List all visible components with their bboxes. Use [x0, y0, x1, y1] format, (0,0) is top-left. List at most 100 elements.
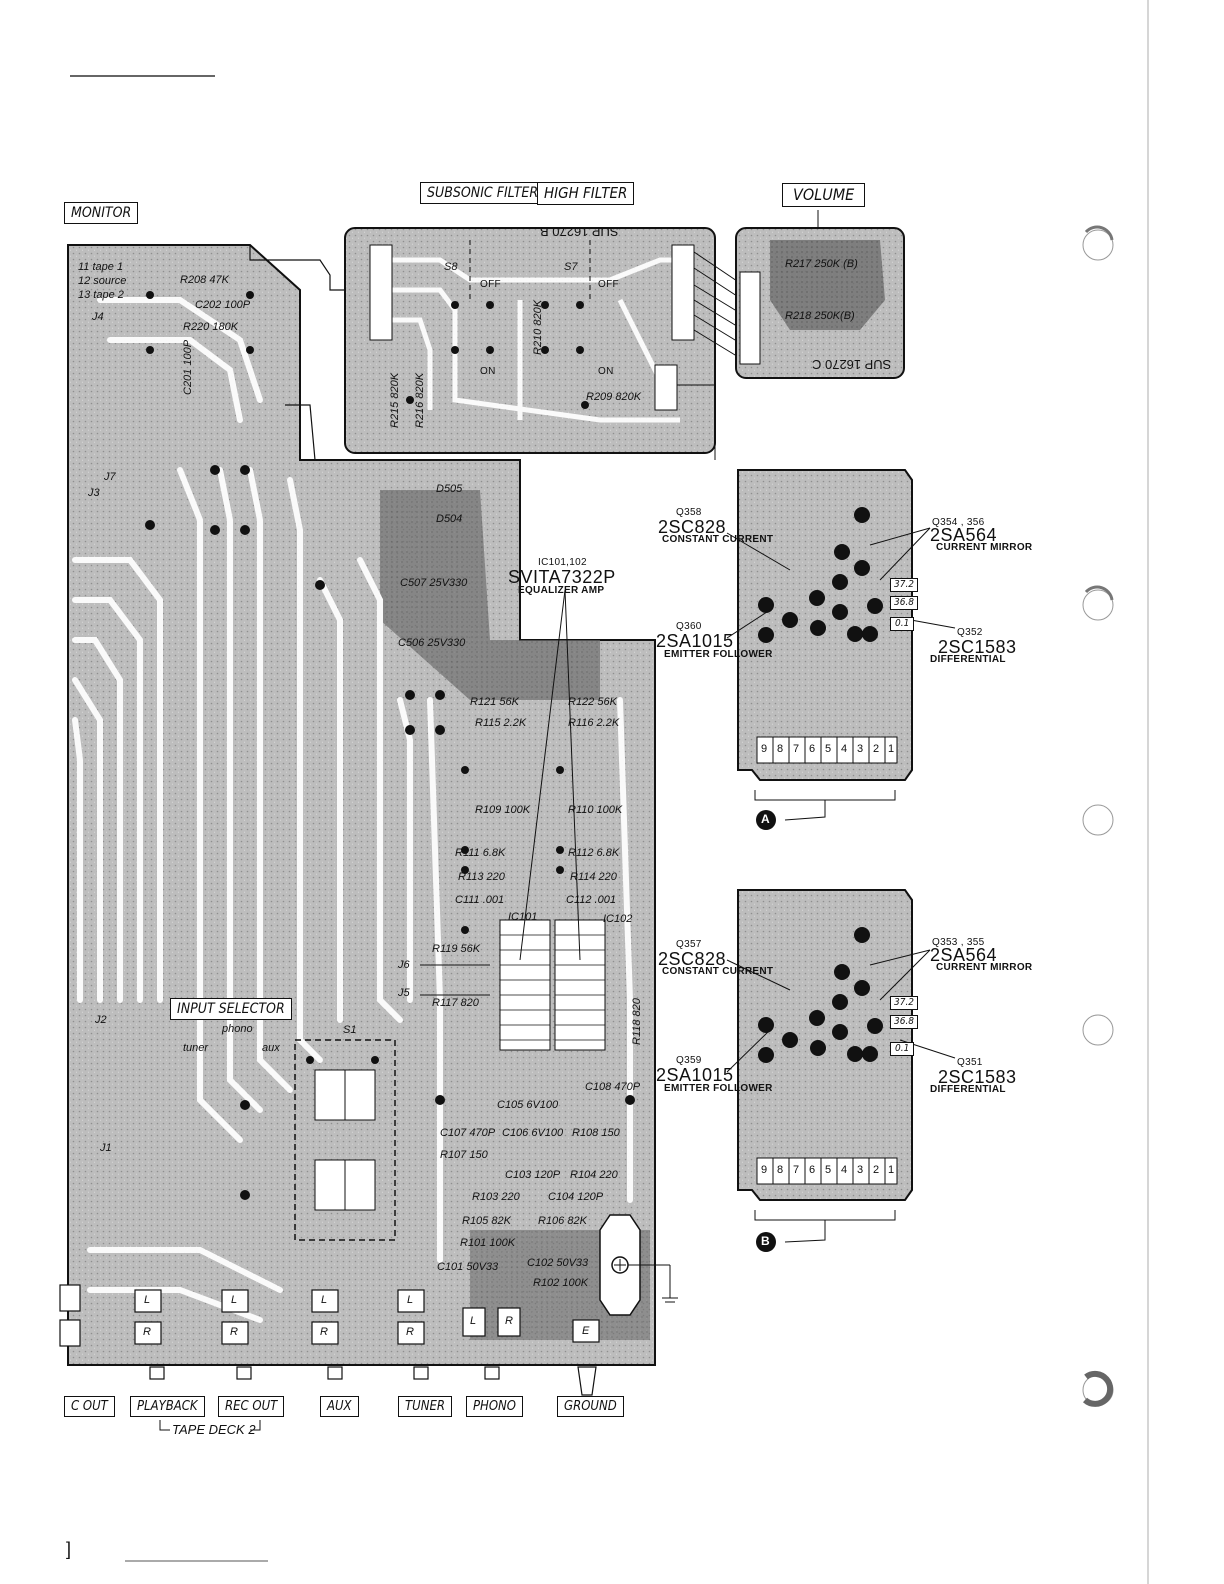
rear-playback-label: PLAYBACK	[130, 1396, 205, 1417]
label-r104: R104 220	[570, 1169, 618, 1181]
label-r106: R106 82K	[538, 1215, 587, 1227]
selector-position-aux: aux	[262, 1042, 280, 1054]
pin-b-4: 4	[841, 1164, 848, 1176]
jack-r-tuner: R	[406, 1326, 414, 1338]
label-j2: J2	[95, 1014, 107, 1026]
label-r112: R112 6.8K	[568, 847, 620, 859]
label-r121: R121 56K	[470, 696, 519, 708]
label-r105: R105 82K	[462, 1215, 511, 1227]
monitor-position-1: 11 tape 1	[78, 261, 124, 273]
amp-b-q351-role: DIFFERENTIAL	[930, 1084, 1006, 1095]
label-r119: R119 56K	[432, 943, 481, 955]
subsonic-filter-label: SUBSONIC FILTER	[420, 182, 546, 204]
amp-b-q359-role: EMITTER FOLLOWER	[664, 1083, 773, 1094]
input-selector-label: INPUT SELECTOR	[170, 998, 292, 1020]
volume-label: VOLUME	[782, 183, 866, 207]
label-r103: R103 220	[472, 1191, 520, 1203]
pin-a-2: 2	[873, 743, 880, 755]
label-c202: C202 100P	[195, 299, 251, 311]
page-mark: ]	[66, 1539, 72, 1559]
amp-a-q358-part: 2SC828	[658, 517, 727, 537]
label-r122: R122 56K	[568, 696, 617, 708]
label-r218: R218 250K(B)	[785, 310, 855, 322]
amp-a-q360-part: 2SA1015	[656, 631, 734, 651]
pin-b-9: 9	[761, 1164, 768, 1176]
volume-board-id: SUP 16270 C	[812, 357, 892, 372]
label-off-s7: OFF	[598, 279, 619, 290]
label-on-s7: ON	[598, 366, 614, 377]
amp-b-q353-ref: Q353 , 355	[932, 937, 985, 948]
label-c103: C103 120P	[505, 1169, 561, 1181]
pin-b-2: 2	[873, 1164, 880, 1176]
label-c105: C105 6V100	[497, 1099, 559, 1111]
amp-b-q351-ref: Q351	[957, 1057, 983, 1068]
jack-r-phono: R	[505, 1315, 513, 1327]
monitor-position-3: 13 tape 2	[78, 289, 124, 301]
label-r217: R217 250K (B)	[785, 258, 858, 270]
connector-a: A	[761, 812, 770, 826]
label-r216: R216 820K	[414, 372, 426, 428]
amp-a-q358-role: CONSTANT CURRENT	[662, 534, 774, 545]
label-r113: R113 220	[458, 871, 505, 883]
monitor-label: MONITOR	[64, 202, 139, 224]
amp-b-q357-part: 2SC828	[658, 949, 727, 969]
ic-role: EQUALIZER AMP	[518, 585, 605, 596]
label-r215: R215 820K	[389, 372, 401, 428]
amp-a-q354-role: CURRENT MIRROR	[936, 542, 1033, 553]
label-r107: R107 150	[440, 1149, 488, 1161]
amp-a-q352-role: DIFFERENTIAL	[930, 654, 1006, 665]
label-r115: R115 2.2K	[475, 717, 527, 729]
tape-deck-2-bracket	[159, 1420, 261, 1431]
label-r220: R220 180K	[183, 321, 239, 333]
tape-deck-2-label: TAPE DECK 2	[172, 1422, 256, 1437]
label-r118: R118 820	[631, 998, 643, 1045]
ground-terminal-e: E	[582, 1325, 590, 1337]
amp-b-q353-part: 2SA564	[930, 945, 998, 965]
amp-b-q353-role: CURRENT MIRROR	[936, 962, 1033, 973]
rear-rec-out-2-label: REC OUT	[218, 1396, 285, 1417]
amp-a-q358-ref: Q358	[676, 507, 702, 518]
filter-board-id: SUP 16270 B	[540, 224, 619, 239]
filter-board	[344, 227, 716, 454]
selector-position-phono: phono	[222, 1023, 253, 1035]
amp-board-a	[726, 469, 956, 830]
label-r116: R116 2.2K	[568, 717, 620, 729]
voltage-b-2: 36.8	[890, 1015, 919, 1029]
label-r109: R109 100K	[475, 804, 531, 816]
amp-b-q359-ref: Q359	[676, 1055, 702, 1066]
pin-a-3: 3	[857, 743, 864, 755]
voltage-b-3: 0.1	[890, 1042, 915, 1056]
pin-b-1: 1	[888, 1164, 895, 1176]
pin-a-6: 6	[809, 743, 816, 755]
pin-a-4: 4	[841, 743, 848, 755]
pin-a-5: 5	[825, 743, 832, 755]
label-ic102: IC102	[603, 913, 633, 925]
rear-tuner-label: TUNER	[398, 1396, 452, 1417]
pin-a-1: 1	[888, 743, 895, 755]
jack-l-tuner: L	[407, 1294, 414, 1306]
label-r101: R101 100K	[460, 1237, 516, 1249]
voltage-a-1: 37.2	[890, 578, 919, 592]
ic-ref: IC101,102	[538, 557, 587, 568]
pin-a-9: 9	[761, 743, 768, 755]
volume-board	[735, 210, 905, 379]
amp-a-q360-ref: Q360	[676, 621, 702, 632]
amp-a-q360-role: EMITTER FOLLOWER	[664, 649, 773, 660]
jack-r-playback: R	[143, 1326, 151, 1338]
label-c102: C102 50V33	[527, 1257, 589, 1269]
label-c112: C112 .001	[566, 894, 616, 906]
label-c107: C107 470P	[440, 1127, 496, 1139]
amp-a-q352-ref: Q352	[957, 627, 983, 638]
label-ic101: IC101	[508, 911, 538, 923]
label-s7: S7	[564, 261, 578, 273]
pin-b-6: 6	[809, 1164, 816, 1176]
label-j7: J7	[104, 471, 116, 483]
label-c101: C101 50V33	[437, 1261, 499, 1273]
amp-a-q354-part: 2SA564	[930, 525, 998, 545]
label-j6: J6	[398, 959, 410, 971]
pin-b-3: 3	[857, 1164, 864, 1176]
label-r117: R117 820	[432, 997, 479, 1009]
label-d505: D505	[436, 483, 463, 495]
label-s1: S1	[343, 1024, 357, 1036]
